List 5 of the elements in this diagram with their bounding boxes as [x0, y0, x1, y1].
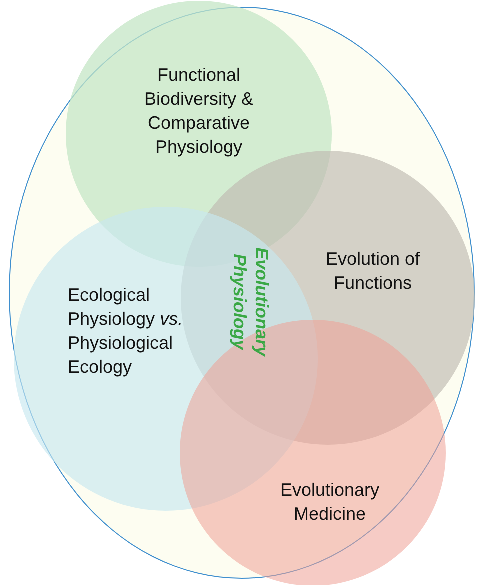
center-label: Evolutionary Physiology	[229, 246, 273, 360]
circle-label: Evolutionary Medicine	[279, 479, 381, 526]
circle-label: Ecological Physiology vs. Physiological Ecology	[68, 284, 184, 379]
circle-label: Evolution of Functions	[324, 248, 422, 295]
circle-label: Functional Biodiversity & Comparative Physiology	[143, 64, 255, 159]
